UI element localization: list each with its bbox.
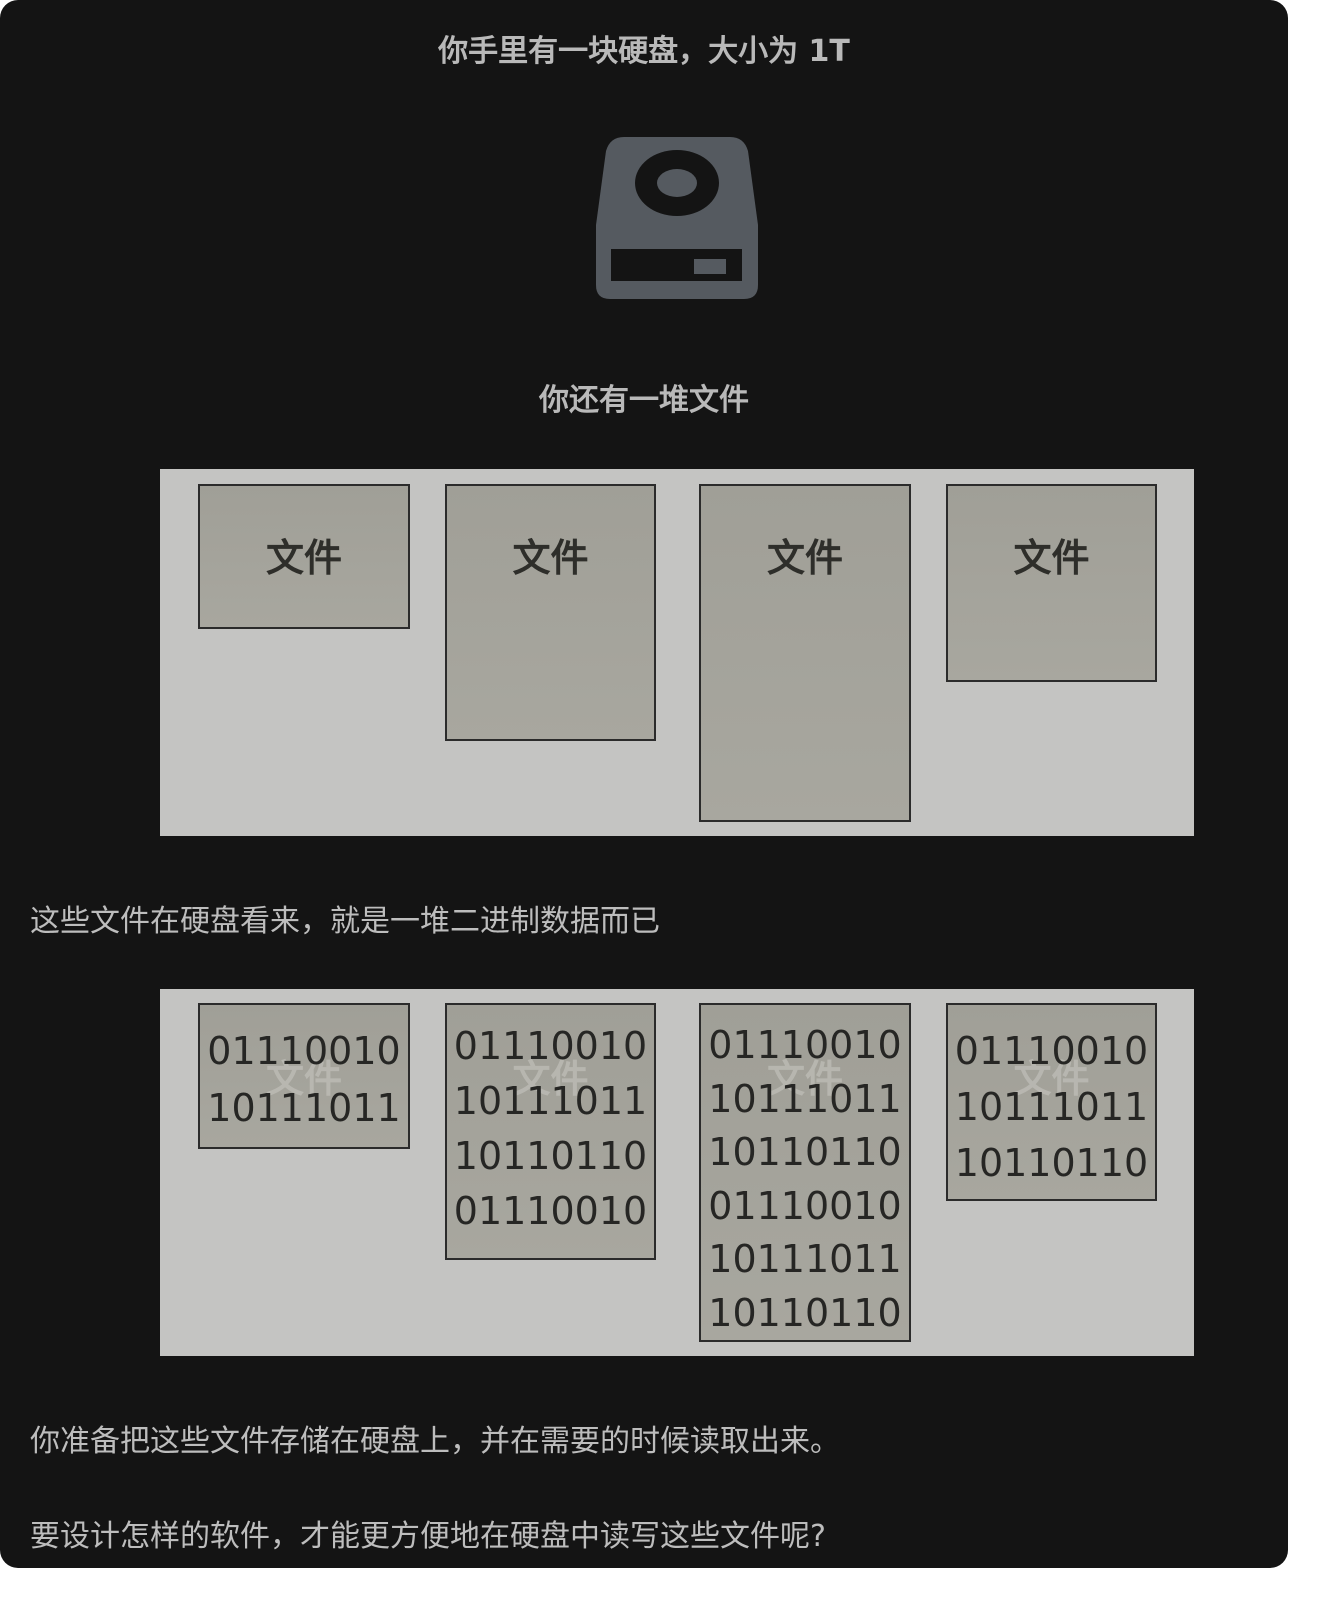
heading-hard-drive: 你手里有一块硬盘，大小为 1T — [438, 34, 850, 69]
file-label-faded: 文件 — [512, 1057, 589, 1101]
binary-file-box-2: 文件 01110010 10111011 10110110 01110010 — [445, 1003, 656, 1260]
heading-files: 你还有一堆文件 — [539, 383, 749, 418]
binary-line: 10111011 — [207, 1086, 401, 1130]
paragraph-design-question: 要设计怎样的软件，才能更方便地在硬盘中读写这些文件呢? — [30, 1519, 826, 1554]
binary-lines: 01110010 10111011 10110110 01110010 1011… — [701, 1019, 909, 1340]
file-label: 文件 — [766, 536, 843, 580]
binary-line: 10110110 — [708, 1290, 902, 1335]
binary-line: 10111011 — [708, 1237, 902, 1281]
binary-line: 01110010 — [453, 1024, 648, 1068]
binary-line: 01110010 — [954, 1029, 1149, 1073]
binary-line: 01110010 — [207, 1029, 401, 1073]
hard-drive-icon — [596, 137, 758, 299]
binary-line: 01110010 — [708, 1023, 902, 1067]
binary-line: 10110110 — [453, 1134, 648, 1178]
binary-file-box-3: 文件 01110010 10111011 10110110 01110010 1… — [699, 1003, 911, 1342]
file-box-4: 文件 — [946, 484, 1157, 682]
file-label-faded: 文件 — [1013, 1057, 1090, 1101]
binary-line: 10111011 — [708, 1076, 902, 1121]
binary-lines: 01110010 10111011 — [200, 1023, 408, 1137]
file-label-faded: 文件 — [766, 1057, 843, 1101]
file-label: 文件 — [512, 536, 589, 580]
binary-lines: 01110010 10111011 10110110 — [948, 1023, 1155, 1191]
binary-line: 10110110 — [708, 1130, 902, 1174]
binary-figure: 文件 01110010 10111011 文件 01110010 1011101… — [160, 989, 1194, 1356]
files-figure: 文件 文件 文件 文件 — [160, 469, 1194, 836]
paragraph-binary-data: 这些文件在硬盘看来，就是一堆二进制数据而已 — [30, 904, 660, 939]
binary-file-box-4: 文件 01110010 10111011 10110110 — [946, 1003, 1157, 1201]
file-box-3: 文件 — [699, 484, 911, 822]
binary-line: 10111011 — [954, 1085, 1149, 1129]
content-panel: 你手里有一块硬盘，大小为 1T 你还有一堆文件 文件 文件 文件 文件 这些文件… — [0, 0, 1288, 1568]
binary-line: 10110110 — [954, 1141, 1149, 1185]
binary-line: 01110010 — [453, 1189, 648, 1233]
file-label: 文件 — [265, 536, 342, 580]
binary-file-box-1: 文件 01110010 10111011 — [198, 1003, 410, 1149]
paragraph-store-files: 你准备把这些文件存储在硬盘上，并在需要的时候读取出来。 — [30, 1424, 840, 1459]
file-label: 文件 — [1013, 536, 1090, 580]
file-box-1: 文件 — [198, 484, 410, 629]
file-box-2: 文件 — [445, 484, 656, 741]
binary-line: 10111011 — [453, 1079, 648, 1123]
binary-lines: 01110010 10111011 10110110 01110010 — [447, 1019, 654, 1239]
file-label-faded: 文件 — [265, 1057, 342, 1101]
binary-line: 01110010 — [708, 1183, 902, 1228]
